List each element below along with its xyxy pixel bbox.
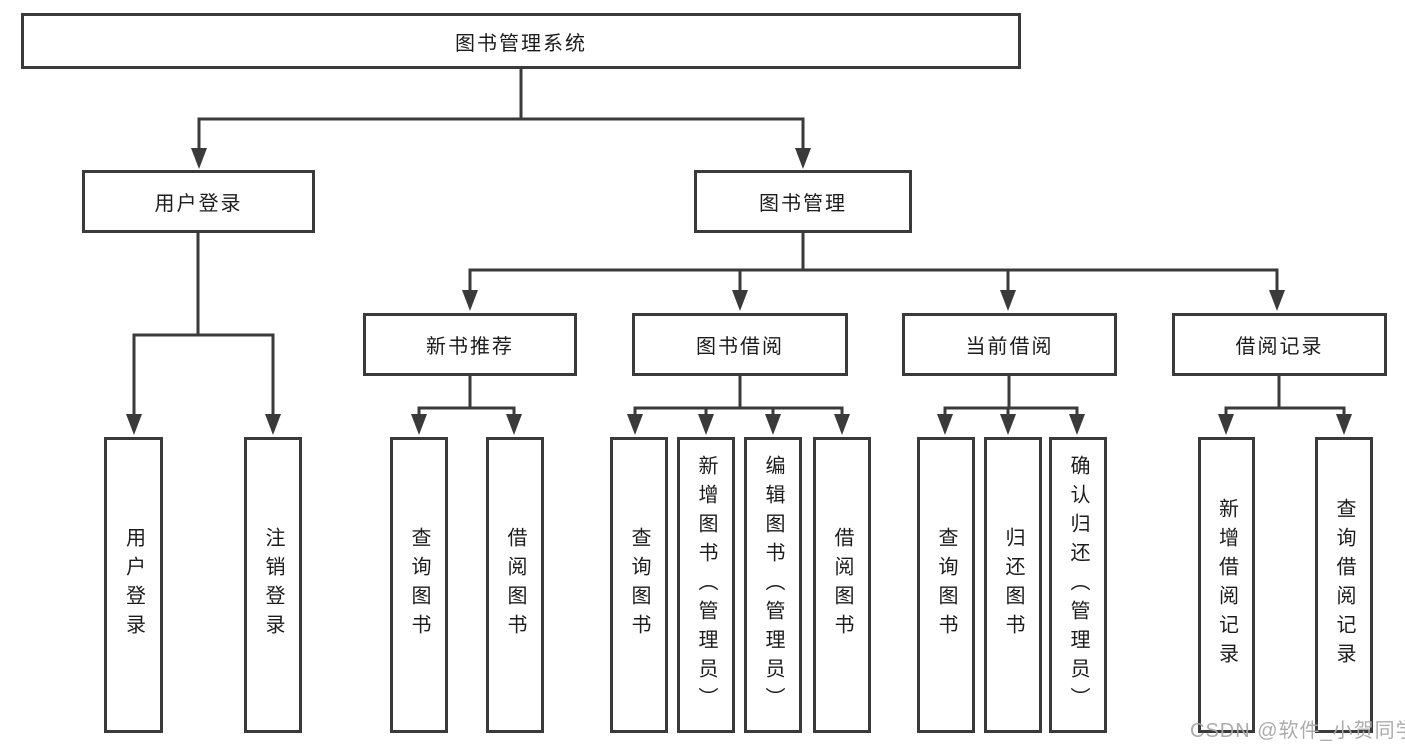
node-book-borrowing: 图书借阅 xyxy=(632,313,848,376)
leaf-borrow-books: 借阅图书 xyxy=(813,437,871,733)
leaf-label: 查询图书 xyxy=(408,527,430,643)
arrow-down-icon xyxy=(1269,290,1285,311)
leaf-label: 归还图书 xyxy=(1002,527,1024,643)
connector-line xyxy=(417,406,516,420)
node-book-management: 图书管理 xyxy=(694,170,912,233)
leaf-label: 借阅图书 xyxy=(504,527,526,643)
leaf-label: 查询借阅记录 xyxy=(1333,498,1355,672)
connector-line xyxy=(1224,406,1346,420)
arrow-down-icon xyxy=(834,414,850,435)
csdn-watermark: CSDN @软件_小贺同学 xyxy=(1190,720,1405,742)
arrow-down-icon xyxy=(1069,414,1085,435)
connector-line xyxy=(132,333,275,420)
leaf-label: 查询图书 xyxy=(935,527,957,643)
connector-line xyxy=(468,268,1279,296)
arrow-down-icon xyxy=(191,148,207,169)
arrow-down-icon xyxy=(1000,290,1016,311)
leaf-add-books-admin: 新增图书（管理员） xyxy=(677,437,735,733)
arrow-down-icon xyxy=(265,414,281,435)
leaf-query-books-current: 查询图书 xyxy=(917,437,975,733)
arrow-down-icon xyxy=(1336,414,1352,435)
leaf-query-books-recommend: 查询图书 xyxy=(390,437,448,733)
leaf-label: 确认归还（管理员） xyxy=(1067,454,1089,716)
arrow-down-icon xyxy=(1000,414,1016,435)
leaf-label: 用户登录 xyxy=(122,527,145,643)
leaf-logout: 注销登录 xyxy=(244,437,302,733)
leaf-return-books: 归还图书 xyxy=(984,437,1042,733)
leaf-query-books-borrowing: 查询图书 xyxy=(610,437,668,733)
arrow-down-icon xyxy=(795,148,811,169)
node-user-login: 用户登录 xyxy=(82,170,315,233)
leaf-borrow-books-recommend: 借阅图书 xyxy=(486,437,544,733)
leaf-label: 借阅图书 xyxy=(831,527,853,643)
arrow-down-icon xyxy=(627,414,643,435)
leaf-label: 查询图书 xyxy=(628,527,650,643)
arrow-down-icon xyxy=(937,414,953,435)
leaf-confirm-return-admin: 确认归还（管理员） xyxy=(1049,437,1107,733)
leaf-label: 编辑图书（管理员） xyxy=(762,454,784,716)
leaf-label: 注销登录 xyxy=(262,527,284,643)
node-new-book-recommend: 新书推荐 xyxy=(363,313,577,376)
leaf-user-login: 用户登录 xyxy=(104,437,163,733)
leaf-add-borrow-record: 新增借阅记录 xyxy=(1198,437,1255,733)
leaf-label: 新增借阅记录 xyxy=(1215,498,1238,672)
leaf-query-borrow-record: 查询借阅记录 xyxy=(1315,437,1373,733)
node-library-system: 图书管理系统 xyxy=(21,13,1021,69)
leaf-edit-books-admin: 编辑图书（管理员） xyxy=(744,437,802,733)
arrow-down-icon xyxy=(462,290,478,311)
arrow-down-icon xyxy=(506,414,522,435)
arrow-down-icon xyxy=(126,414,142,435)
leaf-label: 新增图书（管理员） xyxy=(695,454,717,716)
arrow-down-icon xyxy=(411,414,427,435)
arrow-down-icon xyxy=(698,414,714,435)
arrow-down-icon xyxy=(1218,414,1234,435)
arrow-down-icon xyxy=(765,414,781,435)
connector-line xyxy=(197,117,805,152)
node-borrowing-records: 借阅记录 xyxy=(1172,313,1387,376)
connector-line xyxy=(633,406,844,420)
arrow-down-icon xyxy=(732,290,748,311)
node-current-borrowing: 当前借阅 xyxy=(902,313,1117,376)
